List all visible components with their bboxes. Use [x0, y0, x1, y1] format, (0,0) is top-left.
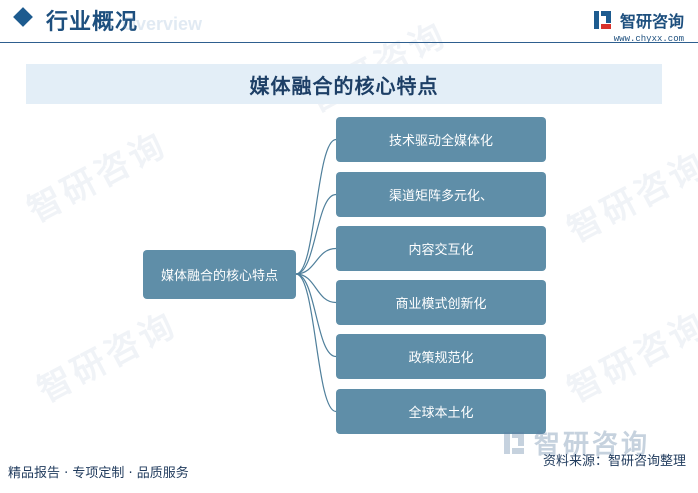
leaf-node: 政策规范化: [336, 334, 546, 379]
connector-line: [295, 273, 337, 358]
footer-tagline: 精品报告 · 专项定制 · 品质服务: [8, 466, 189, 481]
brand: 智研咨询: [592, 8, 684, 32]
brand-logo-icon: [592, 9, 614, 31]
leaf-node: 商业模式创新化: [336, 280, 546, 325]
brand-name: 智研咨询: [619, 12, 684, 31]
leaf-node: 技术驱动全媒体化: [336, 117, 546, 162]
connector-line: [295, 247, 337, 275]
connector-line: [295, 193, 337, 275]
leaf-node: 内容交互化: [336, 226, 546, 271]
leaf-node: 渠道矩阵多元化、: [336, 172, 546, 217]
brand-logo-icon: [502, 430, 528, 456]
footer-watermark: 智研咨询: [502, 424, 650, 461]
section-subtitle-en: Overview: [122, 14, 203, 34]
header-divider: [0, 42, 698, 43]
diagram-title-band: 媒体融合的核心特点: [26, 64, 662, 104]
connector-line: [295, 138, 337, 275]
brand-url: www.chyxx.com: [613, 34, 684, 44]
connector-line: [295, 273, 337, 304]
connector-line: [295, 273, 337, 413]
center-node: 媒体融合的核心特点: [143, 250, 296, 299]
source-note: 资料来源：智研咨询整理: [542, 454, 686, 469]
leaf-node: 全球本土化: [336, 389, 546, 434]
diagram-title: 媒体融合的核心特点: [249, 73, 439, 98]
section-title: 行业概况: [46, 10, 139, 35]
